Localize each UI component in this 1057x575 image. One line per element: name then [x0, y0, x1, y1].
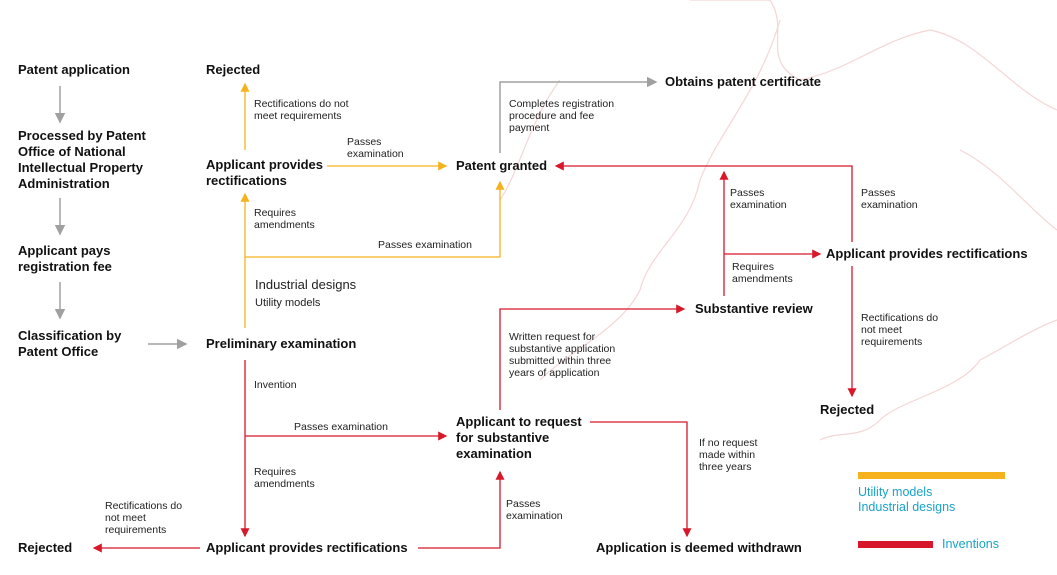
legend-utility-models: Utility models [858, 485, 932, 500]
label-passes-exam-right: Passes examination [861, 187, 936, 211]
label-rect-not-meet-bottom: Rectifications do not meet requirements [105, 500, 195, 536]
label-passes-exam-1: Passes examination [347, 136, 422, 160]
label-rect-not-meet-top: Rectifications do not meet requirements [254, 98, 369, 122]
node-patent-application: Patent application [18, 62, 130, 78]
node-rejected-top: Rejected [206, 62, 260, 78]
label-requires-amendments-sr: Requires amendments [732, 261, 812, 285]
legend-yellow-swatch [858, 472, 1005, 479]
category-industrial-designs: Industrial designs [255, 277, 356, 292]
node-classification: Classification by Patent Office [18, 328, 128, 360]
node-rejected-right: Rejected [820, 402, 874, 418]
label-passes-exam-long: Passes examination [378, 239, 472, 251]
legend-inventions: Inventions [942, 537, 999, 552]
label-requires-amendments-bottom: Requires amendments [254, 466, 334, 490]
node-obtains-certificate: Obtains patent certificate [665, 74, 821, 90]
label-passes-exam-bottom: Passes examination [506, 498, 581, 522]
node-patent-granted: Patent granted [456, 158, 547, 174]
legend-red-swatch [858, 541, 933, 548]
label-passes-exam-sr: Passes examination [730, 187, 805, 211]
node-applicant-rectifications-bottom: Applicant provides rectifications [206, 540, 408, 556]
label-invention: Invention [254, 379, 297, 391]
label-rect-not-meet-right: Rectifications do not meet requirements [861, 312, 941, 348]
label-no-request: If no request made within three years [699, 437, 774, 473]
label-requires-amendments-top: Requires amendments [254, 207, 334, 231]
red-connectors [94, 166, 852, 548]
node-applicant-pays-fee: Applicant pays registration fee [18, 243, 128, 275]
node-rejected-bottom: Rejected [18, 540, 72, 556]
legend-industrial-designs: Industrial designs [858, 500, 955, 515]
node-processed-by-patent-office: Processed by Patent Office of National I… [18, 128, 158, 192]
node-applicant-request-substantive: Applicant to request for substantive exa… [456, 414, 596, 462]
category-utility-models: Utility models [255, 297, 320, 309]
node-preliminary-examination: Preliminary examination [206, 336, 356, 352]
label-written-request: Written request for substantive applicat… [509, 331, 639, 379]
label-completes-registration: Completes registration procedure and fee… [509, 98, 634, 134]
node-deemed-withdrawn: Application is deemed withdrawn [596, 540, 802, 556]
label-passes-exam-inv: Passes examination [294, 421, 388, 433]
node-substantive-review: Substantive review [695, 301, 813, 317]
node-applicant-rectifications-right: Applicant provides rectifications [826, 246, 1028, 262]
node-applicant-rectifications-top: Applicant provides rectifications [206, 157, 341, 189]
